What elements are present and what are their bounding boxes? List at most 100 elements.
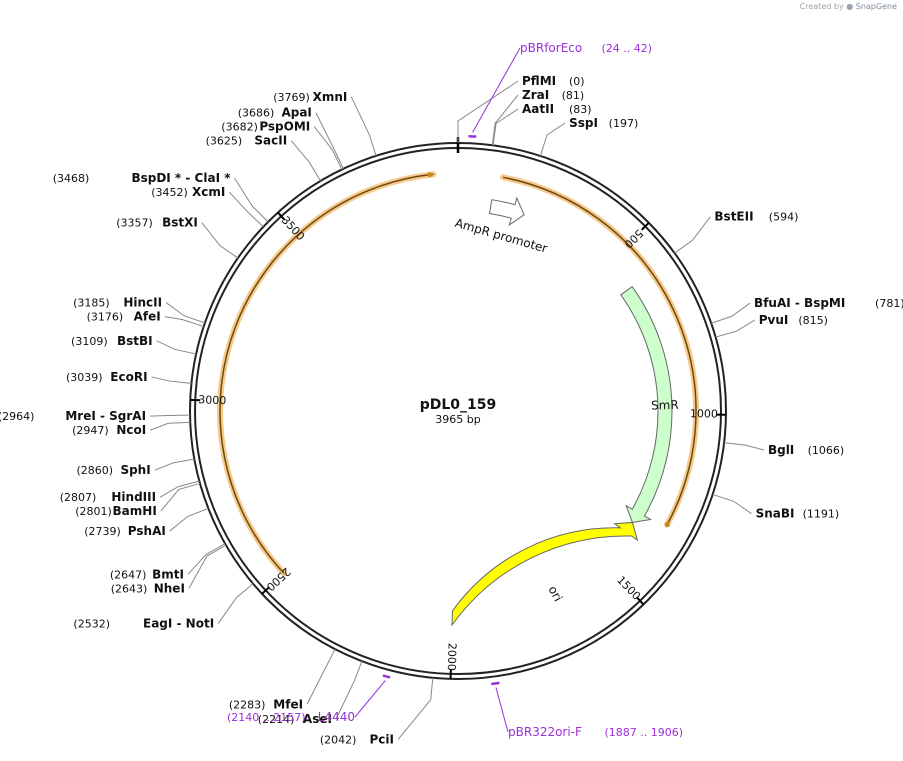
site-name: BstBI <box>117 334 153 348</box>
site-leader-line <box>150 421 191 431</box>
site-name: SacII <box>254 134 287 148</box>
sites-layer: PflMI(0)ZraI(81)AatII(83)SspI(197) BstEII… <box>0 74 903 747</box>
restriction-site[interactable]: PciI (2042) <box>320 733 394 747</box>
site-position: (2860) <box>77 464 114 477</box>
restriction-site[interactable]: PflMI(0) <box>522 74 585 88</box>
primer[interactable]: L4440 (2140 .. 2157) <box>227 710 355 724</box>
primer-range: (1887 .. 1906) <box>605 726 684 739</box>
site-name: AatII <box>522 102 554 116</box>
restriction-site[interactable]: SphI (2860) <box>77 463 151 477</box>
site-leader-line <box>724 442 765 451</box>
site-leader-line <box>712 493 752 515</box>
site-name: AseI <box>303 712 332 726</box>
primer-name: pBRforEco <box>520 41 582 55</box>
site-name: PshAI <box>128 524 166 538</box>
site-name: BfuAI - BspMI <box>754 296 845 310</box>
restriction-site[interactable]: BstXI(3357) <box>116 216 198 230</box>
feature-label: ori <box>546 584 566 604</box>
site-leader-line <box>151 376 192 384</box>
restriction-site[interactable]: ZraI(81) <box>522 88 584 102</box>
restriction-site[interactable]: SacII(3625) <box>206 134 288 148</box>
site-position: (197) <box>609 117 639 130</box>
site-position: (2801) <box>75 505 112 518</box>
site-leader-line <box>335 660 363 720</box>
site-name: BglI <box>768 443 794 457</box>
feature-label: AmpR promoter <box>453 216 549 256</box>
site-position: (815) <box>798 314 828 327</box>
primer-name: L4440 <box>318 710 355 724</box>
site-position: (2647) <box>110 568 147 581</box>
primer[interactable]: pBR322ori-F(1887 .. 1906) <box>508 725 683 739</box>
site-position: (1191) <box>803 508 840 521</box>
tick-label: 500 <box>622 227 646 251</box>
site-leader-line <box>201 222 239 259</box>
plasmid-length: 3965 bp <box>435 413 480 426</box>
restriction-site[interactable]: BglI (1066) <box>768 443 844 457</box>
site-name: NcoI <box>116 423 146 437</box>
site-name: BmtI <box>152 567 184 581</box>
tick-mark <box>635 596 645 606</box>
restriction-site[interactable]: NcoI (2947) <box>72 423 146 437</box>
restriction-site[interactable]: PshAI(2739) <box>84 524 166 538</box>
site-name: BstEII <box>714 210 753 224</box>
insert-arc-right-glow <box>500 174 699 528</box>
tick-mark <box>640 222 650 231</box>
restriction-site[interactable]: BstBI(3109) <box>71 334 153 348</box>
site-name: SnaBI <box>756 507 795 521</box>
restriction-site[interactable]: BfuAI - BspMI (781) <box>754 296 903 310</box>
site-leader-line <box>315 112 344 169</box>
restriction-site[interactable]: BspDI * - ClaI * (3468) <box>53 171 232 185</box>
site-name: XcmI <box>192 185 225 199</box>
site-name: BspDI * - ClaI * <box>131 171 231 185</box>
restriction-site[interactable]: BstEII(594) <box>714 210 798 224</box>
site-leader-line <box>187 543 226 575</box>
site-position: (3468) <box>53 172 90 185</box>
restriction-site[interactable]: AfeI(3176) <box>87 310 161 324</box>
site-leader-line <box>169 507 209 532</box>
plasmid-name: pDL0_159 <box>420 397 497 413</box>
restriction-site[interactable]: AseI (2214) <box>258 712 332 726</box>
site-position: (2214) <box>258 713 295 726</box>
restriction-site[interactable]: XcmI(3452) <box>151 185 225 199</box>
site-name: NheI <box>154 581 185 595</box>
restriction-site[interactable]: AatII(83) <box>522 102 592 116</box>
restriction-site[interactable]: PspOMI(3682) <box>221 120 310 134</box>
restriction-site[interactable]: BamHI(2801) <box>75 504 157 518</box>
restriction-site[interactable]: HincII(3185) <box>73 296 162 310</box>
credit-brand: SnapGene <box>855 2 897 11</box>
restriction-site[interactable]: SspI(197) <box>569 116 638 130</box>
site-position: (781) <box>875 297 903 310</box>
site-name: BstXI <box>162 216 198 230</box>
site-position: (2042) <box>320 734 357 747</box>
restriction-site[interactable]: PvuI(815) <box>759 313 828 327</box>
restriction-site[interactable]: ApaI(3686) <box>238 106 312 120</box>
tick-mark <box>277 211 286 221</box>
site-leader-line <box>313 126 343 170</box>
feature-smr <box>620 285 673 524</box>
site-leader-line <box>165 302 206 324</box>
primer-range: (2140 .. 2157) <box>227 711 306 724</box>
restriction-site[interactable]: EcoRI(3039) <box>66 370 148 384</box>
site-name: HincII <box>123 296 162 310</box>
site-position: (1066) <box>808 444 845 457</box>
restriction-site[interactable]: BmtI (2647) <box>110 567 184 581</box>
site-position: (2947) <box>72 424 109 437</box>
site-name: SphI <box>120 463 150 477</box>
restriction-site[interactable]: SnaBI (1191) <box>756 507 840 521</box>
site-name: EcoRI <box>110 370 147 384</box>
primer[interactable]: pBRforEco(24 .. 42) <box>520 41 652 55</box>
site-leader-line <box>160 482 201 512</box>
restriction-site[interactable]: MfeI(2283) <box>229 697 303 711</box>
site-name: PciI <box>370 733 395 747</box>
restriction-site[interactable]: NheI (2643) <box>111 581 185 595</box>
site-position: (2532) <box>73 618 110 631</box>
site-position: (2643) <box>111 582 148 595</box>
site-name: PflMI <box>522 74 556 88</box>
restriction-site[interactable]: MreI - SgrAI(2964) <box>0 409 146 423</box>
site-leader-line <box>350 96 377 156</box>
restriction-site[interactable]: HindIII(2807) <box>60 490 156 504</box>
primer-leader-line <box>472 47 521 133</box>
restriction-site[interactable]: EagI - NotI(2532) <box>73 617 214 631</box>
restriction-site[interactable]: XmnI(3769) <box>273 90 347 104</box>
site-name: HindIII <box>111 490 156 504</box>
